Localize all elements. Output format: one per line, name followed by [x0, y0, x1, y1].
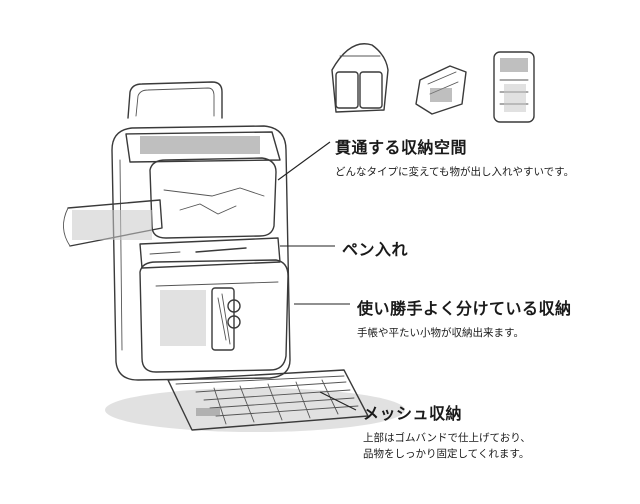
callout-description: どんなタイプに変えても物が出し入れやすいです。: [335, 166, 575, 178]
callout-mesh-storage: メッシュ収納 上部はゴムバンドで仕上げており、 品物をしっかり固定してくれます。: [363, 400, 531, 462]
top-pocket: [149, 157, 277, 239]
description-line-1: 上部はゴムバンドで仕上げており、: [363, 432, 531, 444]
ground-shadow: [105, 388, 405, 432]
callout-pen-holder: ペン入れ: [342, 236, 408, 260]
thumbnail-front-view: [493, 51, 535, 123]
mesh-flap: [167, 369, 369, 431]
pen-row: [139, 237, 281, 269]
bag-handle: [127, 81, 223, 119]
callout-easy-storage: 使い勝手よく分けている収納 手帳や平たい小物が収納出来ます。: [357, 295, 572, 341]
thumbnail-open-view: [331, 43, 389, 113]
callout-through-storage: 貫通する収納空間 どんなタイプに変えても物が出し入れやすいです。: [335, 134, 574, 180]
callout-title: 貫通する収納空間: [335, 138, 468, 157]
callout-description: 手帳や平たい小物が収納出来ます。: [357, 327, 524, 339]
leader-mesh-storage: [319, 391, 357, 411]
bag-body: [111, 125, 291, 381]
leader-through-storage: [277, 141, 331, 181]
callout-title: ペン入れ: [342, 240, 409, 259]
organizer-pocket: [139, 259, 289, 373]
thumbnail-side-view: [415, 65, 467, 115]
callout-title: メッシュ収納: [363, 404, 463, 423]
callout-description: 上部はゴムバンドで仕上げており、 品物をしっかり固定してくれます。: [363, 430, 531, 462]
description-line-2: 品物をしっかり固定してくれます。: [363, 448, 530, 460]
arm-through: [63, 199, 163, 247]
callout-title: 使い勝手よく分けている収納: [357, 299, 572, 318]
